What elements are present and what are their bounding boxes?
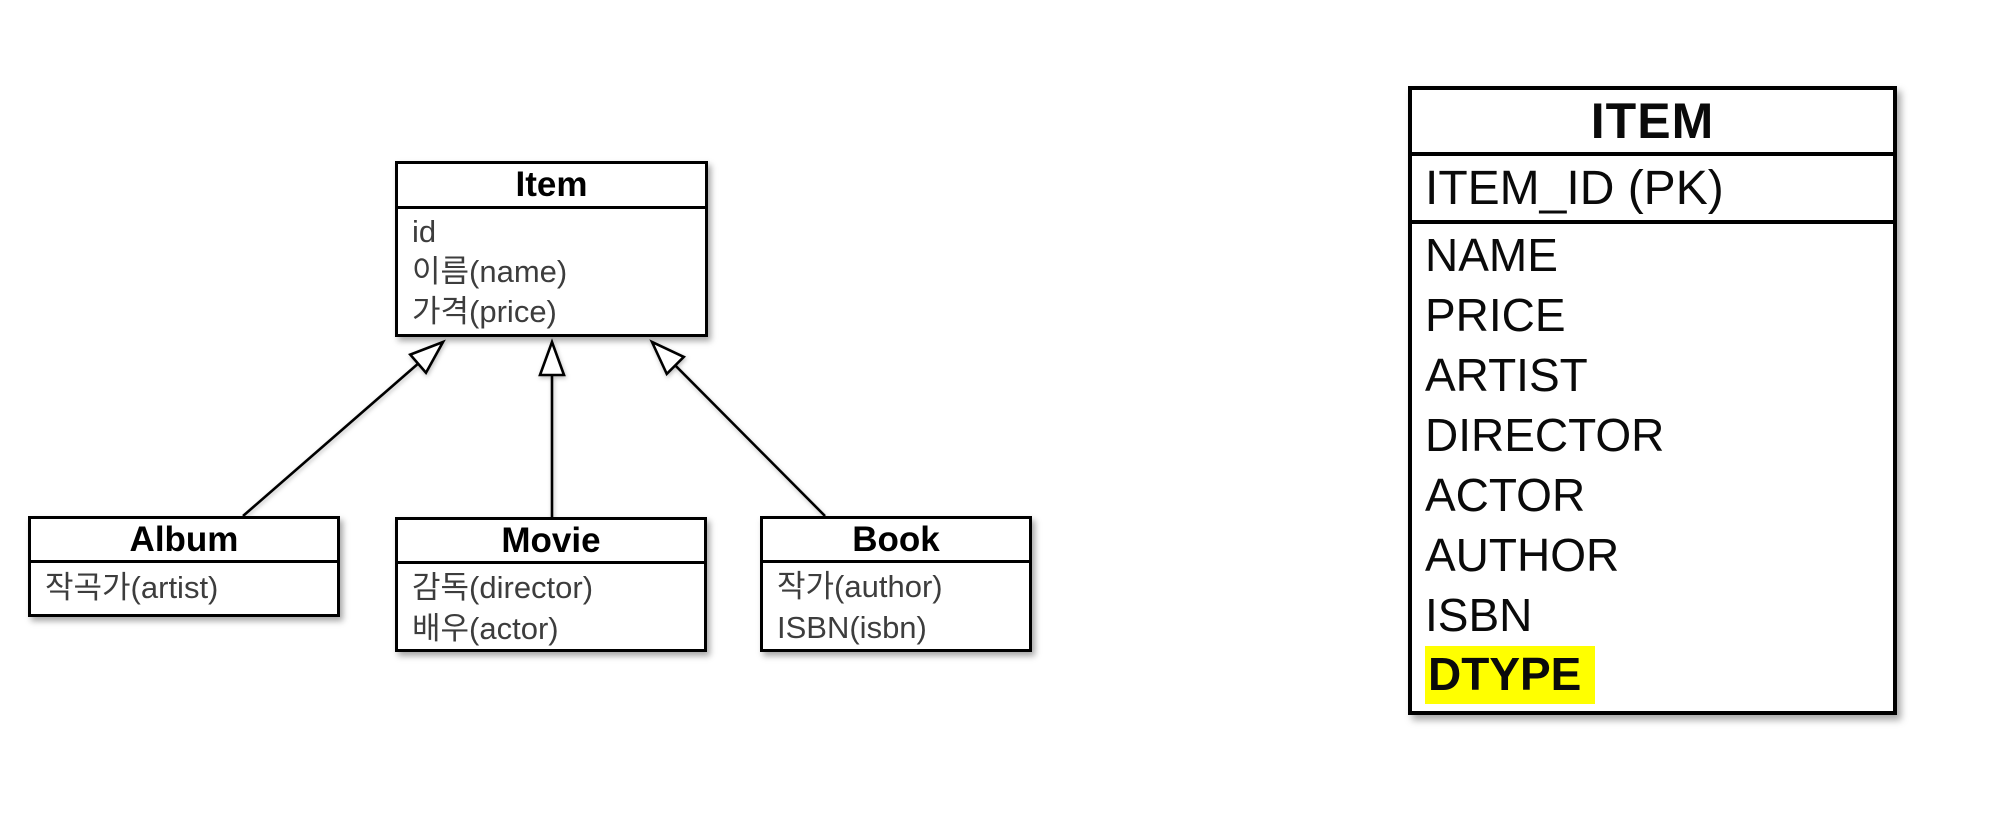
uml-class-movie: Movie 감독(director) 배우(actor) bbox=[395, 517, 707, 652]
db-column-price: PRICE bbox=[1425, 289, 1566, 341]
uml-class-movie-fields: 감독(director) 배우(actor) bbox=[398, 564, 704, 649]
uml-class-item: Item id 이름(name) 가격(price) bbox=[395, 161, 708, 337]
uml-album-field-artist: 작곡가(artist) bbox=[45, 570, 219, 605]
uml-movie-field-actor: 배우(actor) bbox=[412, 611, 559, 646]
db-column-dtype: DTYPE bbox=[1425, 645, 1893, 705]
arrow-album-to-item bbox=[242, 339, 446, 517]
uml-book-field-author: 작가(author) bbox=[777, 569, 943, 604]
db-table-title: ITEM bbox=[1412, 90, 1893, 156]
uml-class-book: Book 작가(author) ISBN(isbn) bbox=[760, 516, 1032, 652]
uml-class-album-fields: 작곡가(artist) bbox=[31, 563, 337, 610]
db-column-actor: ACTOR bbox=[1425, 469, 1586, 521]
uml-class-item-fields: id 이름(name) 가격(price) bbox=[398, 209, 705, 332]
db-column-author: AUTHOR bbox=[1425, 529, 1620, 581]
uml-class-item-title: Item bbox=[398, 164, 705, 209]
db-column-director: DIRECTOR bbox=[1425, 409, 1665, 461]
db-table-columns: NAME PRICE ARTIST DIRECTOR ACTOR AUTHOR … bbox=[1412, 224, 1893, 705]
db-column-isbn: ISBN bbox=[1425, 589, 1533, 641]
db-column-name: NAME bbox=[1425, 229, 1558, 281]
uml-item-field-id: id bbox=[412, 214, 437, 249]
uml-class-book-title: Book bbox=[763, 519, 1029, 563]
uml-book-field-isbn: ISBN(isbn) bbox=[777, 610, 927, 645]
uml-item-field-price: 가격(price) bbox=[412, 294, 557, 329]
uml-class-album: Album 작곡가(artist) bbox=[28, 516, 340, 617]
db-table-item: ITEM ITEM_ID (PK) NAME PRICE ARTIST DIRE… bbox=[1408, 86, 1897, 715]
uml-class-album-title: Album bbox=[31, 519, 337, 563]
uml-class-book-fields: 작가(author) ISBN(isbn) bbox=[763, 563, 1029, 648]
db-column-dtype-highlight: DTYPE bbox=[1425, 646, 1596, 704]
uml-item-field-name: 이름(name) bbox=[412, 254, 568, 289]
db-column-artist: ARTIST bbox=[1425, 349, 1588, 401]
arrow-book-to-item bbox=[649, 339, 826, 517]
uml-class-movie-title: Movie bbox=[398, 520, 704, 564]
db-table-pk-row: ITEM_ID (PK) bbox=[1412, 156, 1893, 224]
uml-movie-field-director: 감독(director) bbox=[412, 570, 594, 605]
